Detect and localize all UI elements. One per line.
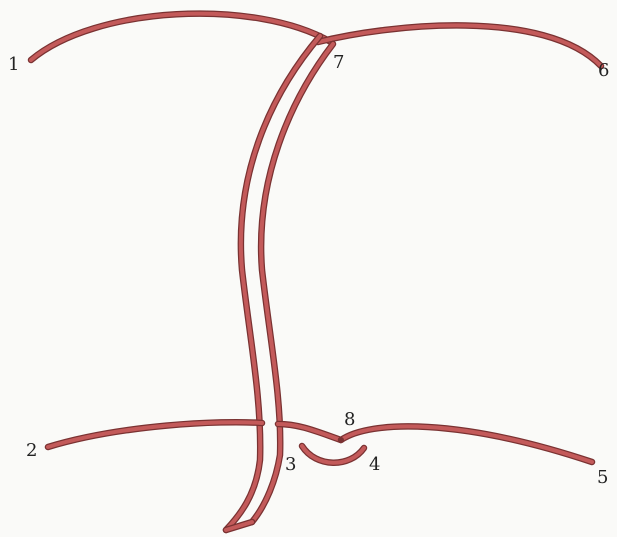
bottom-left-line <box>48 422 262 447</box>
stem-right-strand <box>252 44 333 522</box>
top-right-arc <box>318 25 601 66</box>
small-bowl-curve <box>302 446 364 463</box>
stem-left-strand <box>226 36 320 530</box>
bottom-middle-line <box>278 424 341 440</box>
label-4: 4 <box>369 454 380 475</box>
label-1: 1 <box>8 54 19 75</box>
label-3: 3 <box>285 454 296 475</box>
label-8: 8 <box>344 409 355 430</box>
label-6: 6 <box>598 60 609 81</box>
point-8-dot <box>338 437 344 443</box>
label-7: 7 <box>333 52 344 73</box>
label-5: 5 <box>597 467 608 488</box>
top-left-arc <box>31 14 331 60</box>
label-2: 2 <box>26 440 37 461</box>
